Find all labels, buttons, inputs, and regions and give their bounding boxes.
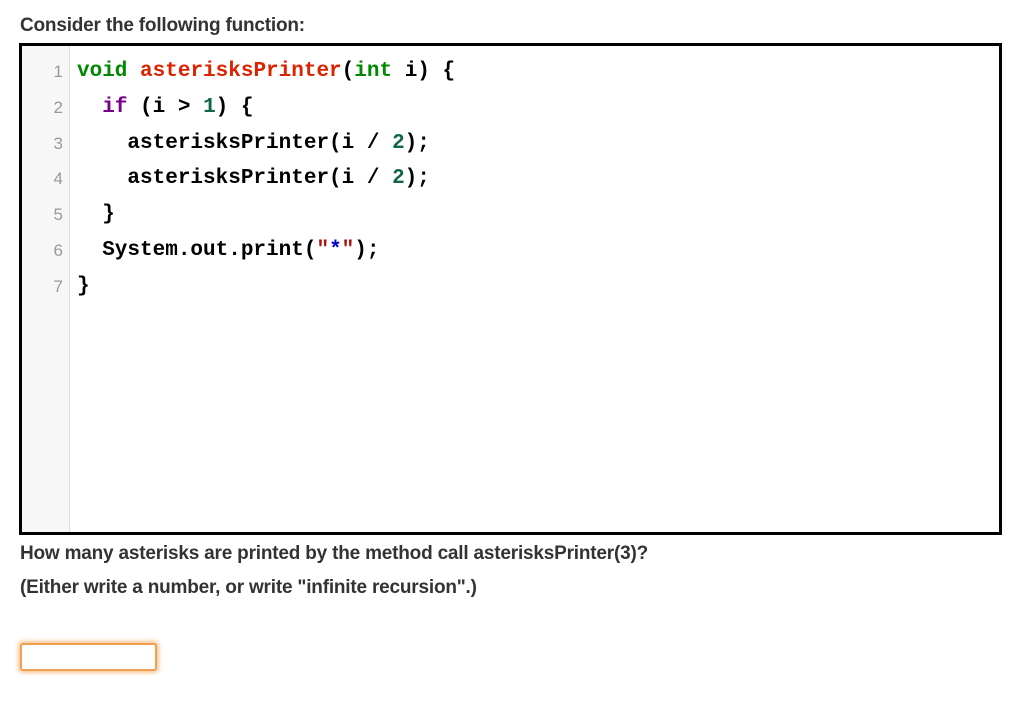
- code-token: ) {: [215, 95, 254, 119]
- code-token: ": [316, 238, 330, 262]
- code-token: void: [77, 60, 128, 83]
- code-token: ": [341, 238, 355, 262]
- code-token: (: [341, 60, 355, 83]
- code-token: }: [77, 203, 115, 227]
- code-token: }: [77, 274, 90, 298]
- question-intro: Consider the following function:: [20, 15, 305, 36]
- code-token: (i >: [127, 95, 204, 119]
- line-number: 5: [53, 205, 63, 225]
- code-token: *: [329, 238, 342, 262]
- code-token: asterisksPrinter: [140, 60, 342, 83]
- line-number: 7: [53, 276, 63, 296]
- line-number: 3: [53, 133, 63, 153]
- code-area: void asterisksPrinter(int i) { if (i > 1…: [70, 46, 999, 532]
- code-token: asterisksPrinter(i /: [77, 167, 393, 191]
- code-token: asterisksPrinter(i /: [77, 131, 393, 155]
- code-token: int: [354, 60, 393, 83]
- code-line: }: [77, 202, 999, 238]
- line-number: 6: [53, 240, 63, 260]
- answer-input[interactable]: [20, 643, 157, 671]
- code-token: [77, 96, 102, 119]
- line-number-gutter: 1 2 3 4 5 6 7: [22, 46, 70, 532]
- line-number: 1: [53, 62, 63, 81]
- line-number: 4: [53, 169, 63, 189]
- code-line: asterisksPrinter(i / 2);: [77, 166, 999, 202]
- code-line: asterisksPrinter(i / 2);: [77, 131, 999, 167]
- answer-hint: (Either write a number, or write "infini…: [20, 577, 477, 598]
- code-token: );: [404, 167, 430, 191]
- code-token: System.out.print(: [77, 238, 317, 262]
- code-token: );: [404, 131, 430, 155]
- code-line: }: [77, 274, 999, 310]
- code-token: i) {: [392, 60, 456, 83]
- code-line: if (i > 1) {: [77, 95, 999, 131]
- code-token: 2: [392, 131, 405, 155]
- code-token: 1: [203, 95, 216, 119]
- code-token: if: [102, 95, 128, 119]
- question-text: How many asterisks are printed by the me…: [20, 543, 649, 564]
- code-editor: 1 2 3 4 5 6 7 void asterisksPrinter(int i) { i…: [19, 43, 1002, 535]
- code-token: [127, 60, 140, 83]
- code-token: 2: [392, 167, 405, 191]
- line-number: 2: [53, 97, 63, 117]
- code-line: System.out.print("*");: [77, 238, 999, 274]
- code-line: void asterisksPrinter(int i) {: [77, 59, 999, 95]
- code-token: );: [354, 238, 380, 262]
